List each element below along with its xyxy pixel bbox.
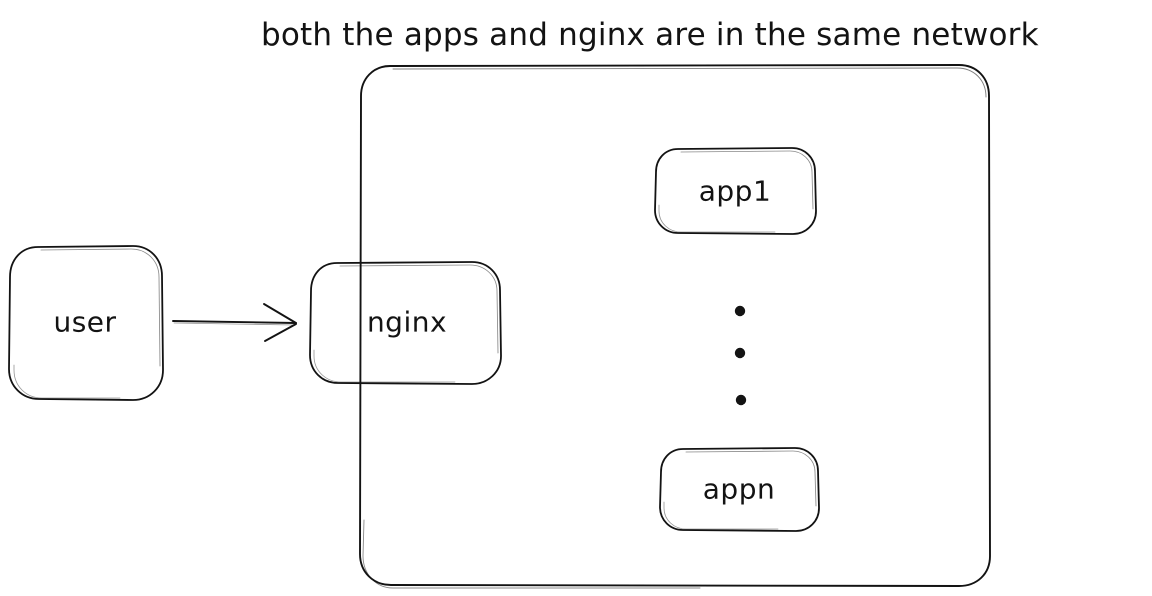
user-to-nginx-arrow[interactable] [172, 303, 297, 342]
diagram-title: both the apps and nginx are in the same … [261, 17, 1039, 53]
network-container[interactable] [359, 64, 991, 589]
ellipsis-dot [735, 394, 747, 406]
appn-node-label: appn [702, 472, 776, 506]
nginx-node-label: nginx [366, 305, 448, 339]
ellipsis-dot [734, 305, 746, 317]
vertical-ellipsis [734, 305, 747, 406]
app1-node-label: app1 [698, 174, 772, 208]
user-node-label: user [53, 305, 117, 339]
nginx-node-shape[interactable] [309, 261, 502, 385]
app1-node-shape[interactable] [654, 147, 817, 235]
user-node-shape[interactable] [8, 245, 164, 401]
ellipsis-dot [734, 347, 746, 359]
appn-node-shape[interactable] [659, 447, 820, 532]
